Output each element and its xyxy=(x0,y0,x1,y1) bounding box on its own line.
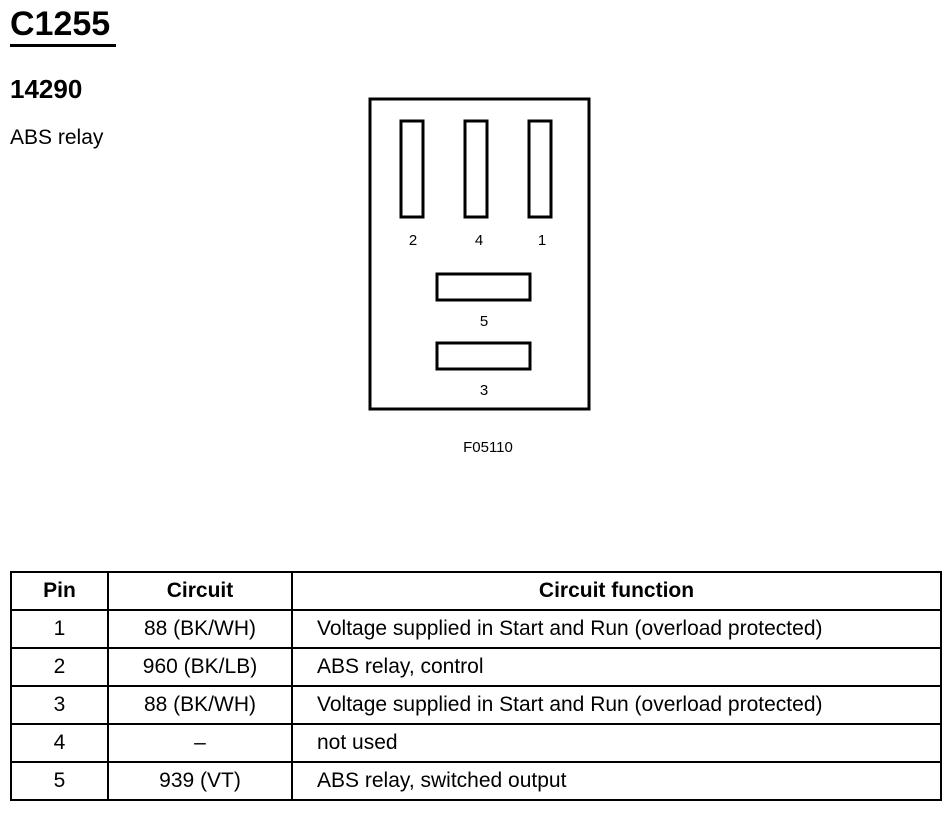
cell-circuit: 960 (BK/LB) xyxy=(107,647,293,687)
terminal-pin-1 xyxy=(527,119,553,219)
table-header-row: Pin Circuit Circuit function xyxy=(10,571,942,611)
terminal-pin-4 xyxy=(463,119,489,219)
connector-id: C1255 xyxy=(10,5,111,43)
pin-label-1: 1 xyxy=(538,232,546,249)
pin-label-2: 2 xyxy=(409,232,417,249)
cell-function: Voltage supplied in Start and Run (overl… xyxy=(291,609,942,649)
cell-function: Voltage supplied in Start and Run (overl… xyxy=(291,685,942,725)
table-row: 4 – not used xyxy=(10,723,942,763)
connector-face-diagram: 2 4 1 5 3 F05110 xyxy=(368,97,591,456)
cell-pin: 4 xyxy=(10,723,109,763)
connector-id-underline xyxy=(10,44,116,47)
cell-circuit: 88 (BK/WH) xyxy=(107,609,293,649)
cell-pin: 2 xyxy=(10,647,109,687)
part-number: 14290 xyxy=(10,74,83,104)
pin-label-3: 3 xyxy=(480,382,488,399)
component-name: ABS relay xyxy=(10,126,104,149)
table-row: 1 88 (BK/WH) Voltage supplied in Start a… xyxy=(10,609,942,649)
header-circuit: Circuit xyxy=(107,571,293,611)
table-row: 5 939 (VT) ABS relay, switched output xyxy=(10,761,942,801)
header-pin: Pin xyxy=(10,571,109,611)
pin-label-4: 4 xyxy=(475,232,483,249)
terminal-pin-3 xyxy=(435,341,532,371)
figure-id: F05110 xyxy=(463,439,513,456)
cell-function: ABS relay, control xyxy=(291,647,942,687)
cell-circuit: – xyxy=(107,723,293,763)
table-row: 3 88 (BK/WH) Voltage supplied in Start a… xyxy=(10,685,942,725)
cell-pin: 1 xyxy=(10,609,109,649)
cell-circuit: 939 (VT) xyxy=(107,761,293,801)
cell-function: ABS relay, switched output xyxy=(291,761,942,801)
connector-housing xyxy=(368,97,591,411)
pin-label-5: 5 xyxy=(480,313,488,330)
cell-pin: 5 xyxy=(10,761,109,801)
terminal-pin-2 xyxy=(399,119,425,219)
pinout-table: Pin Circuit Circuit function 1 88 (BK/WH… xyxy=(10,571,942,801)
terminal-pin-5 xyxy=(435,272,532,302)
table-row: 2 960 (BK/LB) ABS relay, control xyxy=(10,647,942,687)
cell-pin: 3 xyxy=(10,685,109,725)
cell-function: not used xyxy=(291,723,942,763)
cell-circuit: 88 (BK/WH) xyxy=(107,685,293,725)
header-circuit-function: Circuit function xyxy=(291,571,942,611)
